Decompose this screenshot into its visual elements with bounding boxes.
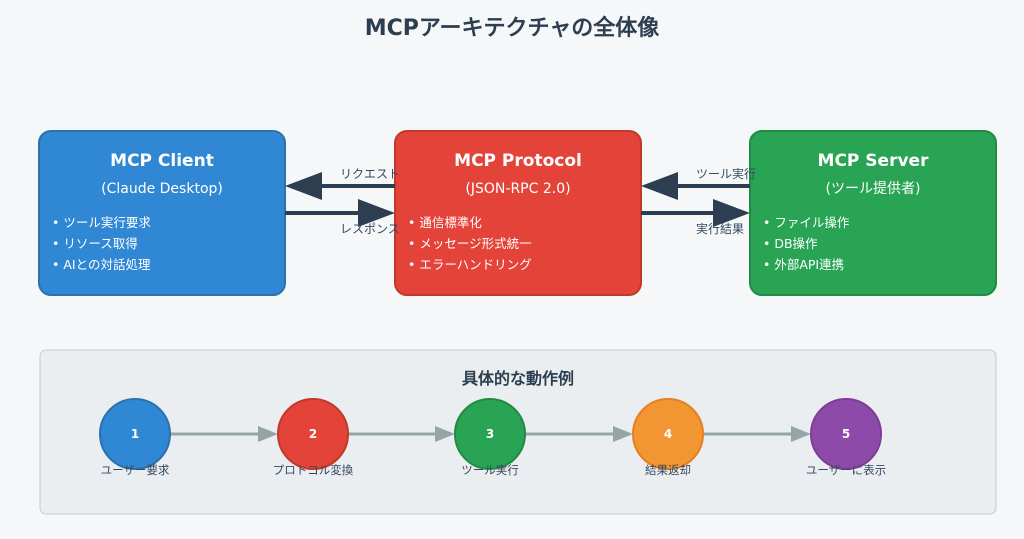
client-protocol-arrows: リクエスト レスポンス [285,167,400,236]
flow-arrow-head-icon [613,426,633,442]
protocol-subtitle: (JSON-RPC 2.0) [465,181,570,197]
flow-step-number: 3 [486,427,494,441]
flow-step: 1 ユーザー要求 [99,398,171,477]
page-title: MCPアーキテクチャの全体像 [365,15,661,41]
client-item: • AIとの対話処理 [52,257,151,272]
flow-step: 3 ツール実行 [454,398,526,477]
protocol-item: • エラーハンドリング [408,257,532,272]
flow-arrow-head-icon [791,426,811,442]
protocol-server-arrows: ツール実行 実行結果 [641,166,756,236]
flow-step-label: 結果返却 [645,463,691,477]
flow-step-label: ユーザーに表示 [806,463,886,477]
flow-example-panel: 具体的な動作例 1 ユーザー要求 2 プロトコル変換 3 ツール実行 4 結果返却 5 ユーザーに… [39,349,997,515]
flow-step: 5 ユーザーに表示 [806,398,886,477]
mcp-protocol-box: MCP Protocol (JSON-RPC 2.0) • 通信標準化 • メッ… [394,130,642,296]
server-subtitle: (ツール提供者) [826,181,921,197]
server-title: MCP Server [818,151,930,171]
protocol-title: MCP Protocol [454,151,582,171]
flow-title: 具体的な動作例 [462,369,574,388]
flow-step-number: 5 [842,427,850,441]
response-label: レスポンス [340,222,400,236]
tool-exec-label: ツール実行 [696,166,756,181]
flow-step: 2 プロトコル変換 [273,398,354,477]
mcp-client-box: MCP Client (Claude Desktop) • ツール実行要求 • … [38,130,286,296]
server-item: • ファイル操作 [763,215,850,230]
flow-step-number: 2 [309,427,317,441]
response-arrow-head-icon [358,199,395,227]
mcp-server-box: MCP Server (ツール提供者) • ファイル操作 • DB操作 • 外部… [749,130,997,296]
client-subtitle: (Claude Desktop) [101,181,223,197]
flow-step-label: プロトコル変換 [273,463,354,477]
exec-result-arrow-head-icon [713,199,750,227]
flow-arrow-head-icon [435,426,455,442]
client-item: • リソース取得 [52,236,138,251]
flow-step: 4 結果返却 [632,398,704,477]
flow-step-number: 4 [664,427,672,441]
flow-arrow-head-icon [258,426,278,442]
request-label: リクエスト [340,167,400,181]
flow-step-circle [99,398,171,470]
protocol-item: • 通信標準化 [408,215,482,230]
flow-step-label: ユーザー要求 [101,463,170,477]
client-title: MCP Client [110,151,214,171]
flow-step-label: ツール実行 [461,463,519,477]
server-item: • 外部API連携 [763,257,844,272]
tool-exec-arrow-head-icon [641,172,678,200]
flow-step-circle [632,398,704,470]
flow-step-number: 1 [131,427,139,441]
request-arrow-head-icon [285,172,322,200]
exec-result-label: 実行結果 [696,221,744,236]
flow-step-circle [277,398,349,470]
client-item: • ツール実行要求 [52,215,151,230]
flow-steps: 1 ユーザー要求 2 プロトコル変換 3 ツール実行 4 結果返却 5 ユーザーに表示 [99,398,886,477]
flow-step-circle [810,398,882,470]
flow-step-circle [454,398,526,470]
protocol-item: • メッセージ形式統一 [408,236,532,251]
server-item: • DB操作 [763,236,818,251]
